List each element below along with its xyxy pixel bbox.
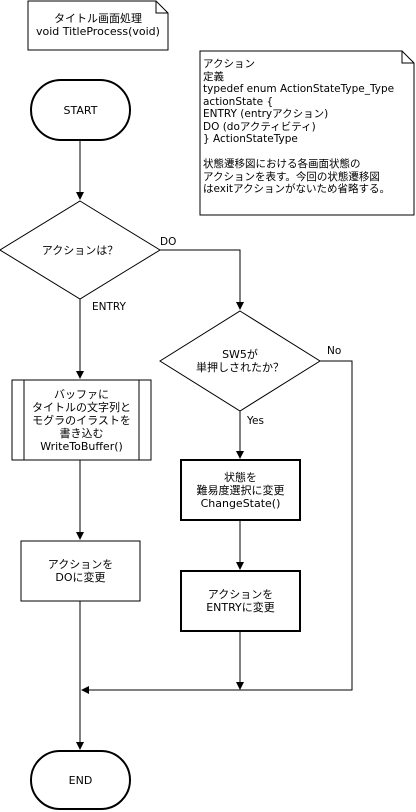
action-decision-label: アクションは？	[41, 243, 119, 257]
edge-label-do: DO	[159, 236, 178, 248]
start-label: START	[63, 103, 98, 117]
title-note-shape	[27, 0, 169, 51]
action-note-shape	[199, 50, 415, 216]
edge-label-no: No	[326, 345, 343, 357]
end-terminal	[30, 750, 131, 810]
set-entry-label: アクションを ENTRYに変更	[206, 588, 275, 614]
sw5-decision-label: SW5が 単押しされたか？	[196, 348, 284, 374]
action-note-text: アクション 定義 typedef enum ActionStateType_Ty…	[203, 58, 395, 195]
title-note-text: タイトル画面処理 void TitleProcess(void)	[36, 12, 160, 38]
edge-no-branch	[81, 360, 353, 694]
end-label: END	[68, 773, 93, 787]
set-do-label: アクションを DOに変更	[47, 558, 114, 584]
action-note-fold	[401, 51, 414, 64]
write-buffer-box	[11, 379, 152, 461]
edge-do-branch	[160, 249, 244, 310]
write-buffer-label: バッファに タイトルの文字列と モグラのイラストを 書き込む WriteToBu…	[32, 387, 131, 453]
edge-label-entry: ENTRY	[91, 301, 127, 313]
edge-label-yes: Yes	[246, 415, 265, 427]
title-note-fold	[155, 1, 168, 14]
change-state-label: 状態を 難易度選択に変更 ChangeState()	[196, 470, 285, 510]
